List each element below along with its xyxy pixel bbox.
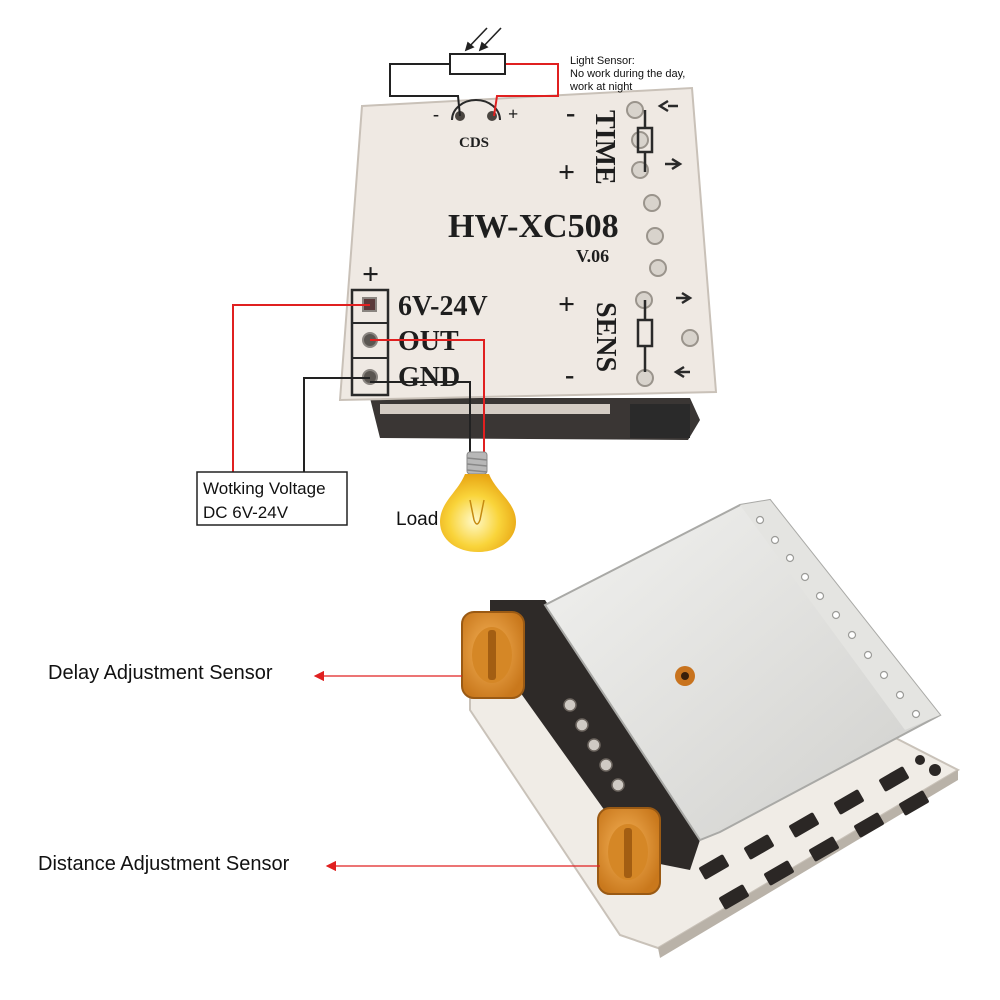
- light-sensor-note-line2: work at night: [569, 81, 632, 93]
- gnd-wire-black: [303, 377, 370, 472]
- cds-minus-sign: -: [433, 104, 439, 124]
- working-voltage-line2: DC 6V-24V: [203, 503, 289, 522]
- time-plus-sign: +: [558, 156, 575, 189]
- cds-plus-sign: +: [508, 104, 518, 124]
- pin-plus-sign: +: [362, 258, 379, 291]
- board-face: [338, 86, 718, 402]
- time-label: TIME: [589, 110, 620, 185]
- board-edge-strip: [380, 404, 610, 414]
- distance-potentiometer[interactable]: [597, 807, 661, 895]
- cds-label: CDS: [459, 135, 489, 151]
- delay-callout-label: Delay Adjustment Sensor: [48, 662, 273, 684]
- power-wire-red: [232, 304, 370, 472]
- ldr-wire-black: [389, 63, 461, 117]
- sens-label: SENS: [590, 302, 621, 372]
- module-shield-holes: [755, 515, 921, 719]
- light-sensor-symbol: Light Sensor: No work during the day, wo…: [389, 27, 685, 117]
- module-smd-parts: [699, 755, 941, 910]
- out-wire-red: [370, 339, 485, 452]
- sens-minus-sign: -: [565, 360, 574, 391]
- pin-label-power: 6V-24V: [398, 291, 488, 322]
- pin-label-gnd: GND: [398, 362, 460, 393]
- delay-potentiometer[interactable]: [461, 611, 525, 699]
- light-rays-icon: [464, 27, 502, 52]
- board-model-label: HW-XC508: [448, 208, 619, 245]
- module-pcb-edge: [658, 770, 958, 958]
- board-connector: [630, 404, 690, 438]
- working-voltage-line1: Wotking Voltage: [203, 479, 326, 498]
- load-label: Load: [396, 509, 438, 530]
- time-pot-symbol: [636, 99, 683, 172]
- power-wiring: [232, 304, 485, 472]
- light-bulb-icon: [440, 451, 516, 552]
- module-photo: [461, 498, 961, 958]
- ldr-wire-red: [493, 63, 559, 117]
- module-side-plate: [490, 600, 700, 870]
- ldr-resistor: [449, 53, 506, 75]
- distance-callout-label: Distance Adjustment Sensor: [38, 853, 290, 875]
- module-center-hole-inner: [681, 672, 689, 680]
- top-board: HW-XC508 V.06 TIME SENS - + + - + CDS - …: [338, 86, 718, 440]
- light-sensor-title: Light Sensor:: [570, 55, 635, 67]
- working-voltage-box: [196, 471, 348, 526]
- time-minus-sign: -: [566, 98, 575, 129]
- pin-label-out: OUT: [398, 326, 459, 357]
- light-sensor-note-line1: No work during the day,: [570, 68, 685, 80]
- sens-plus-sign: +: [558, 288, 575, 321]
- module-pin-row: [563, 698, 625, 792]
- board-version-label: V.06: [576, 246, 609, 266]
- gnd-load-wire-black: [370, 381, 471, 452]
- sens-pot-symbol: [636, 291, 693, 379]
